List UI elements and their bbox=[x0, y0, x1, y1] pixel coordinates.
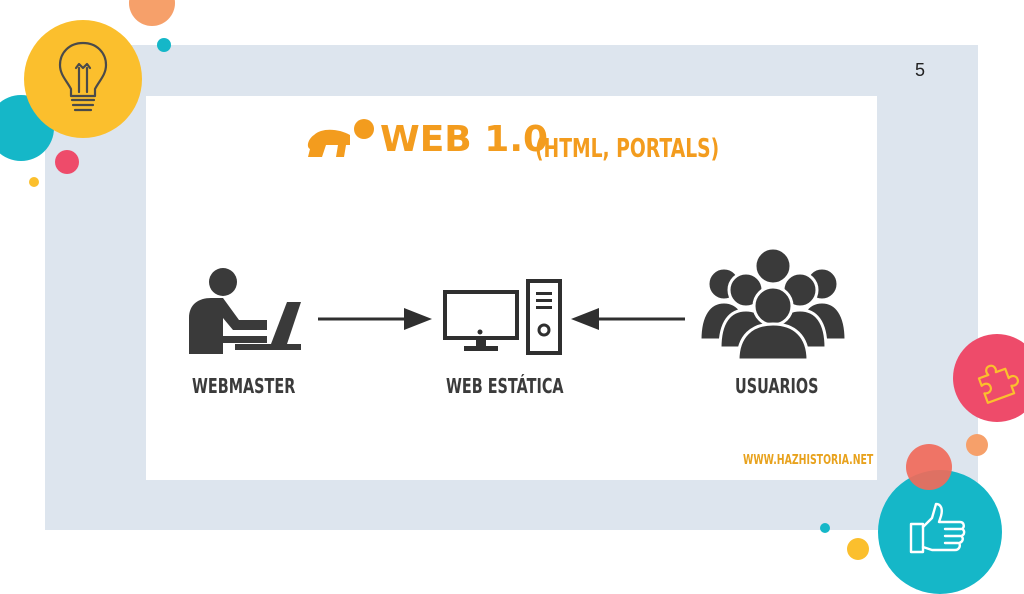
deco-circle-orange-top bbox=[129, 0, 175, 26]
deco-dot-teal-bottom bbox=[820, 523, 830, 533]
caption-static-web: WEB ESTÁTICA bbox=[446, 374, 564, 398]
deco-circle-yellow-bulb bbox=[24, 20, 142, 138]
deco-dot-yellow-bottom bbox=[847, 538, 869, 560]
caption-users: USUARIOS bbox=[735, 374, 819, 398]
caption-webmaster: WEBMASTER bbox=[192, 374, 296, 398]
lightbulb-icon bbox=[58, 41, 108, 112]
deco-circle-coral-overlap bbox=[906, 444, 952, 490]
deco-dot-yellow-left bbox=[29, 177, 39, 187]
users-group-icon bbox=[698, 246, 848, 362]
webmaster-icon bbox=[189, 268, 301, 354]
image-title-row: WEB 1.0 bbox=[306, 114, 548, 164]
image-subtitle: (HTML, PORTALS) bbox=[535, 134, 720, 164]
arrow-left-icon bbox=[571, 308, 685, 330]
deco-circle-teal-thumb bbox=[878, 470, 1002, 594]
puzzle-icon bbox=[977, 364, 1019, 404]
deco-dot-teal-top bbox=[157, 38, 171, 52]
image-title: WEB 1.0 bbox=[380, 118, 549, 160]
thumbs-up-icon bbox=[909, 502, 966, 554]
site-watermark: WWW.HAZHISTORIA.NET bbox=[743, 453, 874, 468]
crawling-baby-icon bbox=[307, 119, 374, 157]
deco-dot-pink-left bbox=[55, 150, 79, 174]
page-number: 5 bbox=[915, 60, 926, 80]
computer-icon bbox=[443, 279, 562, 355]
arrow-right-icon bbox=[318, 308, 432, 330]
deco-dot-salmon-right bbox=[966, 434, 988, 456]
deco-circle-pink-right bbox=[953, 334, 1024, 422]
